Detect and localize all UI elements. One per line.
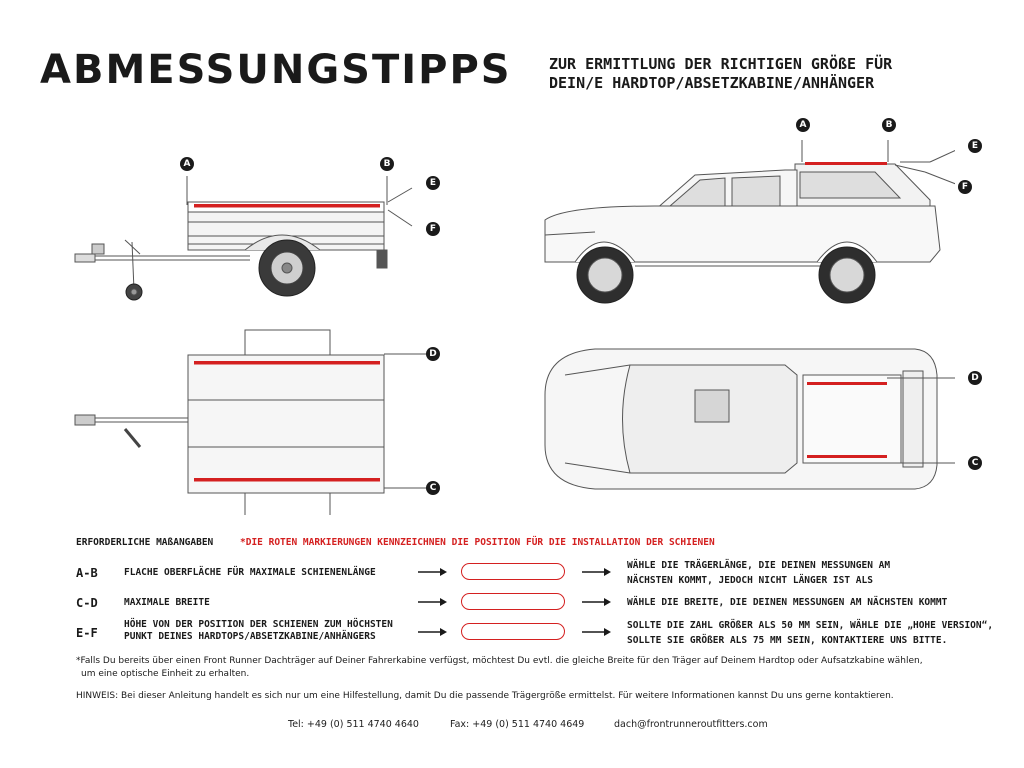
footnote-star-line-2: um eine optische Einheit zu erhalten. [81,669,250,679]
contact-phone: Tel: +49 (0) 511 4740 4640 [288,719,419,730]
contact-fax: Fax: +49 (0) 511 4740 4649 [450,719,585,730]
arrow-right-icon [582,598,611,606]
marker-f-trailer: F [426,222,440,236]
marker-a-truck: A [796,118,810,132]
hint-text: HINWEIS: Bei dieser Anleitung handelt es… [76,691,894,701]
arrow-right-icon [582,568,611,576]
row-cd-result: WÄHLE DIE BREITE, DIE DEINEN MESSUNGEN A… [627,597,948,608]
row-ef-desc-line-1: HÖHE VON DER POSITION DER SCHIENEN ZUM H… [124,619,393,630]
truck-side-view [544,140,955,304]
row-ab-result-line-2: NÄCHSTEN KOMMT, JEDOCH NICHT LÄNGER IST … [627,575,873,586]
subtitle-line-1: ZUR ERMITTLUNG DER RICHTIGEN GRÖßE FÜR [549,55,893,73]
marker-b-truck: B [882,118,896,132]
row-cd-desc: MAXIMALE BREITE [124,597,210,608]
page-subtitle: ZUR ERMITTLUNG DER RICHTIGEN GRÖßE FÜR D… [549,55,892,93]
cd-measurement-field[interactable] [461,593,565,610]
truck-top-view [544,348,955,490]
footnote-star-line-1: *Falls Du bereits über einen Front Runne… [76,656,923,666]
trailer-top-view [74,329,428,515]
row-ef-desc: HÖHE VON DER POSITION DER SCHIENEN ZUM H… [124,619,393,643]
marker-e-trailer: E [426,176,440,190]
row-ef-code: E-F [76,626,98,640]
arrow-right-icon [418,568,447,576]
row-ab-code: A-B [76,566,98,580]
marker-e-truck: E [968,139,982,153]
marker-d-trailer: D [426,347,440,361]
row-ef-result: SOLLTE DIE ZAHL GRÖßER ALS 50 MM SEIN, W… [627,618,993,648]
marker-a-trailer: A [180,157,194,171]
trailer-side-view [74,176,413,301]
page-title: ABMESSUNGSTIPPS [40,47,512,93]
row-ab-result-line-1: WÄHLE DIE TRÄGERLÄNGE, DIE DEINEN MESSUN… [627,560,891,571]
marker-b-trailer: B [380,157,394,171]
arrow-right-icon [418,598,447,606]
arrow-right-icon [582,628,611,636]
row-cd-code: C-D [76,596,98,610]
ef-measurement-field[interactable] [461,623,565,640]
marker-c-truck: C [968,456,982,470]
marker-c-trailer: C [426,481,440,495]
row-ab-desc: FLACHE OBERFLÄCHE FÜR MAXIMALE SCHIENENL… [124,567,376,578]
subtitle-line-2: DEIN/E HARDTOP/ABSETZKABINE/ANHÄNGER [549,74,875,92]
legend-title: ERFORDERLICHE MAßANGABEN [76,537,214,548]
ab-measurement-field[interactable] [461,563,565,580]
footnote-star: *Falls Du bereits über einen Front Runne… [76,655,923,681]
marker-d-truck: D [968,371,982,385]
marker-f-truck: F [958,180,972,194]
contact-email[interactable]: dach@frontrunneroutfitters.com [614,719,768,730]
row-ab-result: WÄHLE DIE TRÄGERLÄNGE, DIE DEINEN MESSUN… [627,558,890,588]
row-ef-result-line-2: SOLLTE SIE GRÖßER ALS 75 MM SEIN, KONTAK… [627,635,948,646]
legend-red-note: *DIE ROTEN MARKIERUNGEN KENNZEICHNEN DIE… [240,537,715,548]
arrow-right-icon [418,628,447,636]
row-ef-desc-line-2: PUNKT DEINES HARDTOPS/ABSETZKABINE/ANHÄN… [124,631,376,642]
row-ef-result-line-1: SOLLTE DIE ZAHL GRÖßER ALS 50 MM SEIN, W… [627,620,994,631]
